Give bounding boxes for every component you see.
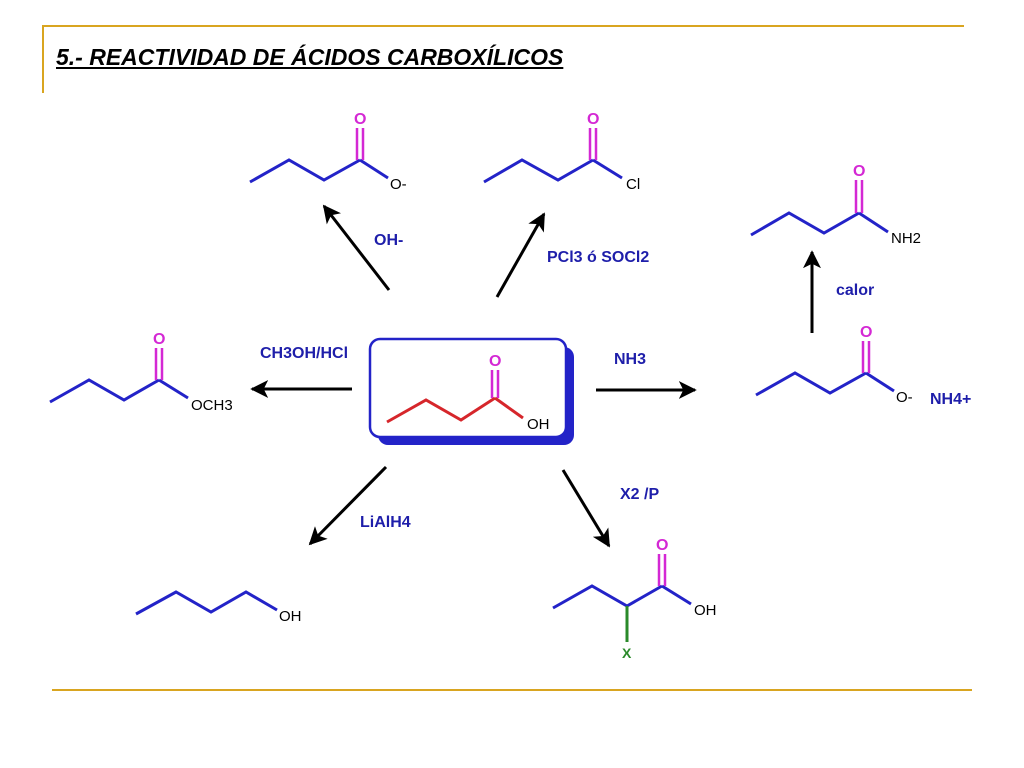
alcohol-oh-label: OH <box>279 608 302 625</box>
arrow-to-halo-acid <box>561 469 611 548</box>
reagent-ammonia: NH3 <box>614 351 646 368</box>
ammonium-salt-c-o-bond <box>865 371 895 393</box>
center-hydroxyl-label: OH <box>527 416 550 433</box>
carboxylate-oxygen-label: O <box>354 111 366 128</box>
halo-acid-carbon-chain <box>552 584 663 610</box>
ester-oxygen-label: O <box>153 331 165 348</box>
amide-oxygen-label: O <box>853 163 865 180</box>
ester-carbon-chain <box>49 378 160 404</box>
ammonium-salt-o-minus-label: O- <box>896 389 913 406</box>
halo-acid-c-oh-bond <box>661 584 692 606</box>
reagent-reduction: LiAlH4 <box>360 514 411 531</box>
center-carbon-chain <box>386 396 496 424</box>
product-methyl-ester: O OCH3 <box>49 331 233 414</box>
ester-c-o-bond <box>158 378 189 400</box>
arrow-to-carboxylate <box>322 204 391 291</box>
halo-acid-x-label: X <box>622 645 632 661</box>
carboxylate-carbon-chain <box>249 158 361 184</box>
amide-nh2-label: NH2 <box>891 230 921 247</box>
center-oxygen-label: O <box>489 353 501 370</box>
reagent-hydroxide: OH- <box>374 232 403 249</box>
ammonium-salt-carbon-chain <box>755 371 867 397</box>
ammonium-ion-label: NH4+ <box>930 391 971 408</box>
amide-carbon-chain <box>750 211 860 237</box>
alcohol-carbon-chain <box>135 590 278 616</box>
arrow-to-acyl-chloride <box>495 212 546 298</box>
amide-c-n-bond <box>858 211 889 234</box>
reagent-esterification: CH3OH/HCl <box>260 345 348 362</box>
product-ammonium-salt: O O- NH4+ <box>755 324 971 408</box>
product-alcohol: OH <box>135 590 302 625</box>
product-carboxylate: O O- <box>249 111 407 193</box>
ammonium-salt-oxygen-label: O <box>860 324 872 341</box>
carboxylate-o-minus-label: O- <box>390 176 407 193</box>
center-butanoic-acid: O OH <box>368 337 574 445</box>
arrow-to-alcohol <box>308 465 388 546</box>
halo-acid-oxygen-label: O <box>656 537 668 554</box>
acyl-chloride-c-cl-bond <box>592 158 623 180</box>
carboxylate-c-o-bond <box>359 158 389 180</box>
reagent-heat: calor <box>836 282 874 299</box>
reagent-acid-chloride: PCl3 ó SOCl2 <box>547 249 649 266</box>
acyl-chloride-carbon-chain <box>483 158 594 184</box>
halo-acid-oh-label: OH <box>694 602 717 619</box>
acyl-chloride-cl-label: Cl <box>626 176 640 193</box>
product-alpha-halo-acid: O OH X <box>552 537 717 661</box>
bottom-rule <box>52 689 972 691</box>
acyl-chloride-oxygen-label: O <box>587 111 599 128</box>
product-acyl-chloride: O Cl <box>483 111 640 193</box>
center-c-oh-bond <box>494 396 524 420</box>
left-rule <box>42 25 44 93</box>
reagent-halogenation: X2 /P <box>620 486 659 503</box>
product-amide: O NH2 <box>750 163 921 247</box>
ester-och3-label: OCH3 <box>191 397 233 414</box>
slide-title: 5.- REACTIVIDAD DE ÁCIDOS CARBOXÍLICOS <box>56 44 564 70</box>
top-rule <box>42 25 964 27</box>
